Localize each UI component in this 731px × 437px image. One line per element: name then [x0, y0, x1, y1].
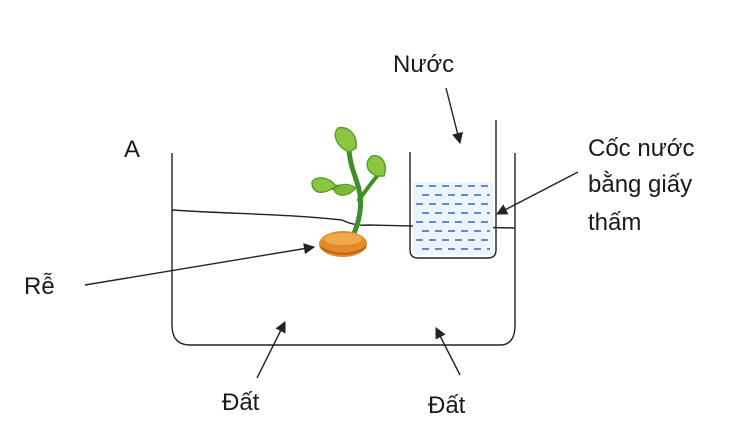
leaf-right: [366, 155, 386, 177]
label-a: A: [124, 136, 140, 163]
soil-surface: [171, 209, 516, 229]
arrow-root: [84, 243, 316, 286]
container-a: [171, 153, 516, 346]
arrow-soil-left: [256, 320, 286, 379]
label-water: Nước: [393, 51, 454, 78]
label-cup-line3: thấm: [588, 209, 641, 236]
label-cup-line2: bằng giấy: [588, 171, 692, 198]
cup-water-fill: [413, 182, 493, 255]
seed-highlight: [324, 233, 362, 245]
leaf-mid: [333, 183, 357, 196]
leaf-left: [311, 177, 338, 193]
leaf-top: [334, 126, 357, 153]
water-dashes: [416, 185, 490, 250]
label-root: Rễ: [24, 273, 55, 300]
arrow-soil-right: [435, 327, 461, 376]
label-soil-right: Đất: [428, 392, 466, 419]
paper-cup: [409, 120, 497, 259]
cup-outline: [409, 120, 497, 259]
arrow-water: [445, 87, 463, 145]
seed-shadow: [320, 246, 367, 255]
seedling-stem: [346, 147, 363, 241]
label-soil-left: Đất: [222, 389, 260, 416]
label-cup-line1: Cốc nước: [588, 135, 695, 162]
arrow-cup: [496, 171, 579, 215]
seedling: [311, 126, 386, 257]
seedling-branch: [357, 173, 380, 202]
